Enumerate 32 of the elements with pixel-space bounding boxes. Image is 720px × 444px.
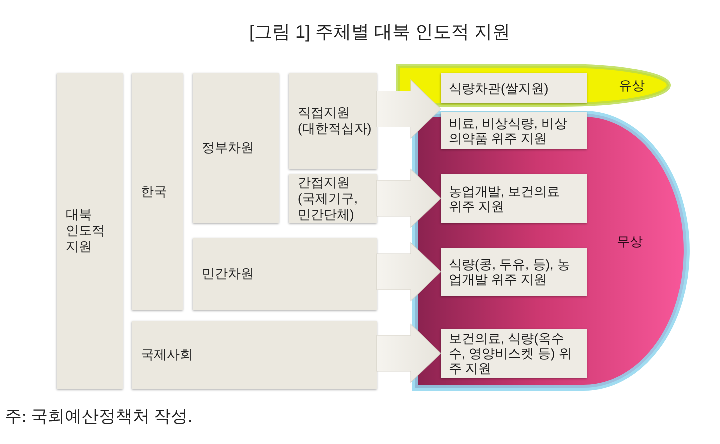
- category-box: [132, 321, 377, 389]
- category-label: 대북 인도적 지원: [66, 207, 106, 255]
- category-box: [289, 174, 377, 223]
- category-box: [132, 73, 183, 310]
- region-label: 무상: [617, 234, 643, 250]
- category-label: 한국: [141, 184, 168, 200]
- category-box: [289, 73, 377, 169]
- category-label: 정부차원: [202, 140, 255, 156]
- source-note: 주: 국회예산정책처 작성.: [5, 406, 192, 428]
- block-arrow: [376, 242, 442, 302]
- category-box: [57, 73, 123, 389]
- aid-item-box: [441, 112, 587, 149]
- aid-item-box: [441, 73, 587, 103]
- aid-item-box: [441, 174, 587, 223]
- aid-item-label: 농업개발, 보건의료 위주 지원: [449, 184, 562, 214]
- block-arrow: [376, 324, 442, 384]
- aid-item-label: 보건의료, 식량(옥수수, 영양비스켓 등) 위주 지원: [449, 331, 573, 376]
- category-label: 국제사회: [141, 347, 194, 363]
- figure-title: [그림 1] 주체별 대북 인도적 지원: [248, 21, 512, 44]
- category-label: 민간차원: [202, 266, 255, 282]
- region-label: 유상: [619, 78, 645, 94]
- category-box: [193, 73, 279, 223]
- category-label: 직접지원 (대한적십자): [298, 105, 373, 137]
- category-label: 간접지원 (국제기구, 민간단체): [298, 174, 359, 222]
- aid-item-box: [441, 248, 587, 296]
- category-box: [193, 238, 377, 310]
- aid-item-label: 식량차관(쌀지원): [449, 80, 550, 96]
- aid-item-label: 비료, 비상식량, 비상 의약품 위주 지원: [449, 116, 568, 146]
- aid-item-box: [441, 329, 587, 378]
- aid-item-label: 식량(콩, 두유, 등), 농업개발 위주 지원: [449, 257, 572, 287]
- block-arrow: [376, 168, 442, 228]
- block-arrow: [376, 80, 442, 139]
